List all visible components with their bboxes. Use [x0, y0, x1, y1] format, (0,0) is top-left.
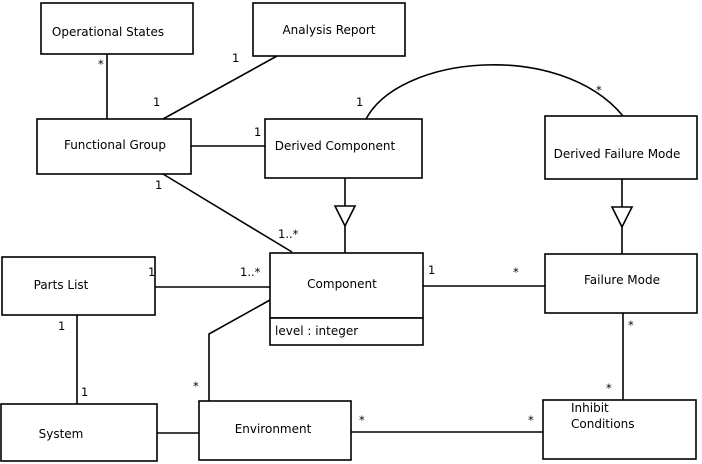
multiplicity: 1..*	[240, 265, 261, 279]
multiplicity: 1..*	[278, 227, 299, 241]
class-component: Component level : integer	[269, 252, 424, 346]
class-name: Derived Component	[275, 139, 396, 153]
class-inhibit-conditions: Inhibit Conditions	[542, 399, 697, 460]
multiplicity: 1	[81, 385, 88, 399]
class-name-line2: Conditions	[571, 417, 635, 431]
multiplicity: *	[513, 265, 519, 279]
assoc-functional-group-component	[162, 173, 293, 253]
class-functional-group: Functional Group	[36, 118, 192, 175]
multiplicity: 1	[148, 265, 155, 279]
generalization-arrow-derived-fm	[610, 206, 634, 229]
class-name-line1: Inhibit	[571, 401, 609, 415]
multiplicity: *	[596, 83, 602, 97]
multiplicity: *	[359, 413, 365, 427]
class-name: Derived Failure Mode	[554, 147, 681, 161]
class-derived-failure-mode: Derived Failure Mode	[544, 115, 698, 180]
class-name: Environment	[235, 422, 312, 436]
class-name: Component	[307, 277, 377, 291]
assoc-derived-arc	[365, 63, 624, 120]
class-name: Failure Mode	[584, 273, 660, 287]
multiplicity: 1	[254, 125, 261, 139]
class-operational-states: Operational States	[40, 2, 194, 55]
class-parts-list: Parts List	[1, 256, 156, 316]
class-analysis-report: Analysis Report	[252, 2, 406, 57]
multiplicity: 1	[153, 95, 160, 109]
class-name: System	[39, 427, 84, 441]
class-name: Analysis Report	[282, 23, 375, 37]
multiplicity: 1	[58, 319, 65, 333]
assoc-component-environment	[208, 299, 271, 401]
multiplicity: 1	[232, 51, 239, 65]
class-name: Operational States	[52, 25, 164, 39]
multiplicity: *	[98, 57, 104, 71]
multiplicity: *	[606, 381, 612, 395]
class-attribute: level : integer	[275, 324, 358, 338]
multiplicity: 1	[428, 263, 435, 277]
class-failure-mode: Failure Mode	[544, 253, 698, 314]
generalization-arrow-derived	[333, 205, 357, 228]
multiplicity: 1	[356, 95, 363, 109]
class-environment: Environment	[198, 400, 352, 461]
assoc-analysis-functional-group	[162, 55, 278, 120]
class-name: Parts List	[34, 278, 89, 292]
multiplicity: 1	[155, 178, 162, 192]
multiplicity: *	[528, 413, 534, 427]
class-system: System	[0, 403, 158, 462]
class-name: Functional Group	[64, 138, 166, 152]
multiplicity: *	[193, 379, 199, 393]
class-derived-component: Derived Component	[264, 118, 423, 179]
multiplicity: *	[628, 318, 634, 332]
